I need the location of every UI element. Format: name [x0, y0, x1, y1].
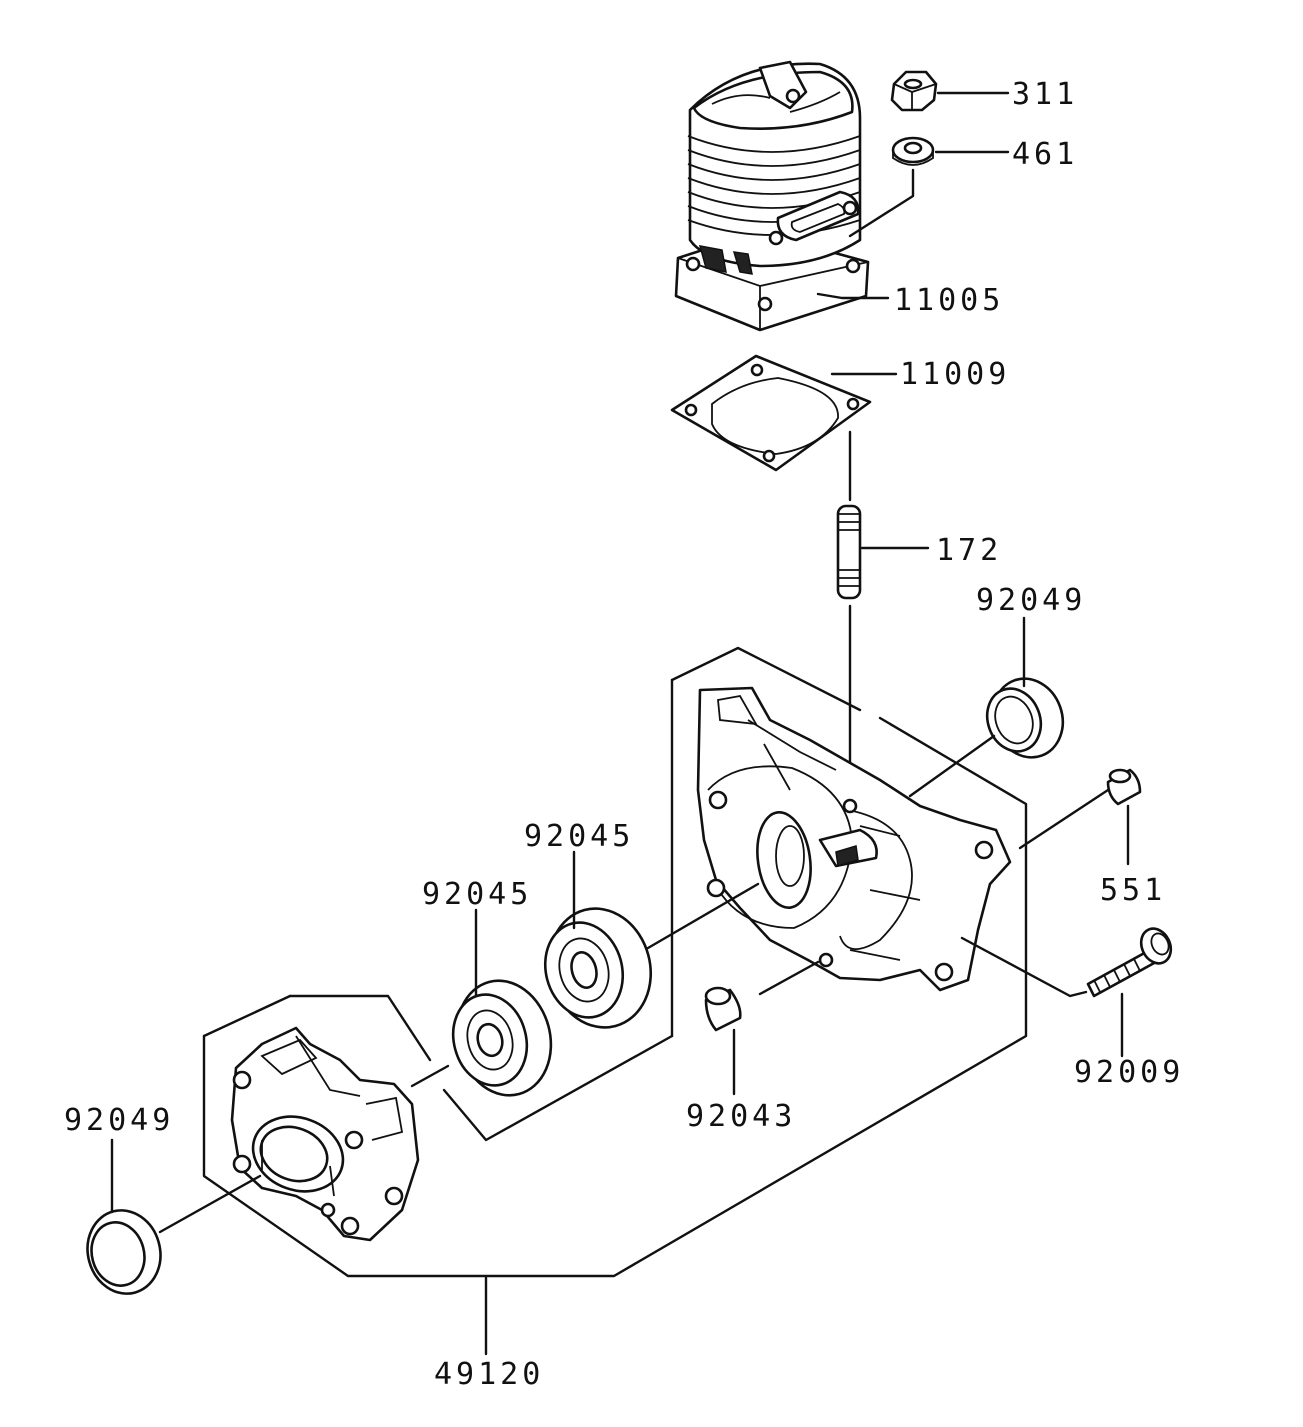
label-172: 172 — [936, 533, 1003, 568]
gasket-part — [670, 354, 872, 472]
bearing-upper-part — [543, 907, 653, 1029]
seal-left-part — [86, 1209, 162, 1295]
label-92043: 92043 — [686, 1099, 797, 1134]
washer-part — [891, 136, 935, 166]
label-92049-right: 92049 — [976, 583, 1087, 618]
cylinder-part — [674, 60, 870, 332]
label-92045-lower: 92045 — [422, 877, 533, 912]
label-551: 551 — [1100, 873, 1167, 908]
label-92045-upper: 92045 — [524, 819, 635, 854]
pin-lower-part — [704, 986, 742, 1032]
crankcase-right-part — [696, 686, 1012, 992]
bearing-lower-part — [451, 979, 553, 1097]
stud-part — [836, 504, 862, 600]
label-49120: 49120 — [434, 1357, 545, 1392]
label-11009: 11009 — [900, 357, 1011, 392]
label-92009: 92009 — [1074, 1055, 1185, 1090]
label-11005: 11005 — [894, 283, 1005, 318]
seal-right-part — [985, 677, 1065, 759]
label-311: 311 — [1012, 77, 1079, 112]
pin-right-part — [1106, 768, 1142, 806]
crankcase-left-part — [230, 1026, 420, 1242]
bolt-part — [1086, 927, 1173, 998]
label-461: 461 — [1012, 137, 1079, 172]
nut-part — [890, 70, 938, 112]
label-92049-left: 92049 — [64, 1103, 175, 1138]
